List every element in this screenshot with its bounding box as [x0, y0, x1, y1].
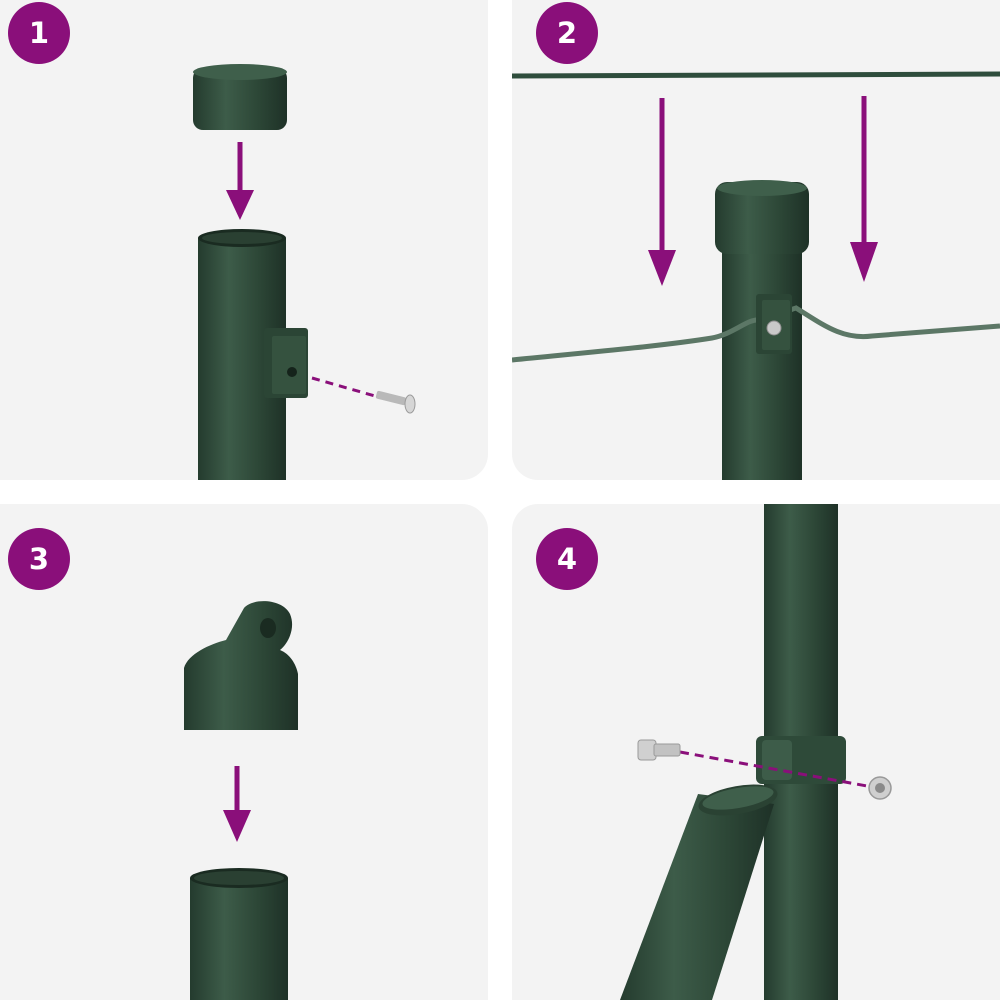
step-4-illustration — [620, 504, 892, 1000]
fence-post-icon — [190, 868, 288, 1000]
bolt-icon — [637, 739, 681, 761]
step-4-panel: 4 — [512, 504, 1000, 1000]
step-2-panel: 2 — [512, 0, 1000, 480]
arrow-down-icon — [648, 98, 676, 286]
post-cap-icon — [193, 64, 287, 130]
step-1-badge: 1 — [8, 2, 70, 64]
step-3-illustration — [184, 601, 298, 1000]
wire-clamp-icon — [264, 328, 308, 398]
step-4-badge: 4 — [536, 528, 598, 590]
screw-icon — [375, 390, 416, 414]
step-3-panel: 3 — [0, 504, 488, 1000]
eyelet-cap-icon — [184, 601, 298, 730]
step-1-illustration — [193, 64, 416, 480]
brace-post-icon — [620, 784, 778, 1000]
fence-post-icon — [715, 180, 809, 480]
step-1-panel: 1 — [0, 0, 488, 480]
arrow-down-icon — [850, 96, 878, 282]
step-2-badge: 2 — [536, 2, 598, 64]
arrow-down-icon — [223, 766, 251, 842]
line-wire-icon — [512, 305, 1000, 363]
wire-clamp-icon — [756, 294, 792, 354]
nut-icon — [868, 776, 892, 800]
arrow-down-icon — [226, 142, 254, 220]
step-2-illustration — [512, 71, 1000, 480]
step-3-badge: 3 — [8, 528, 70, 590]
top-wire-icon — [512, 71, 1000, 79]
